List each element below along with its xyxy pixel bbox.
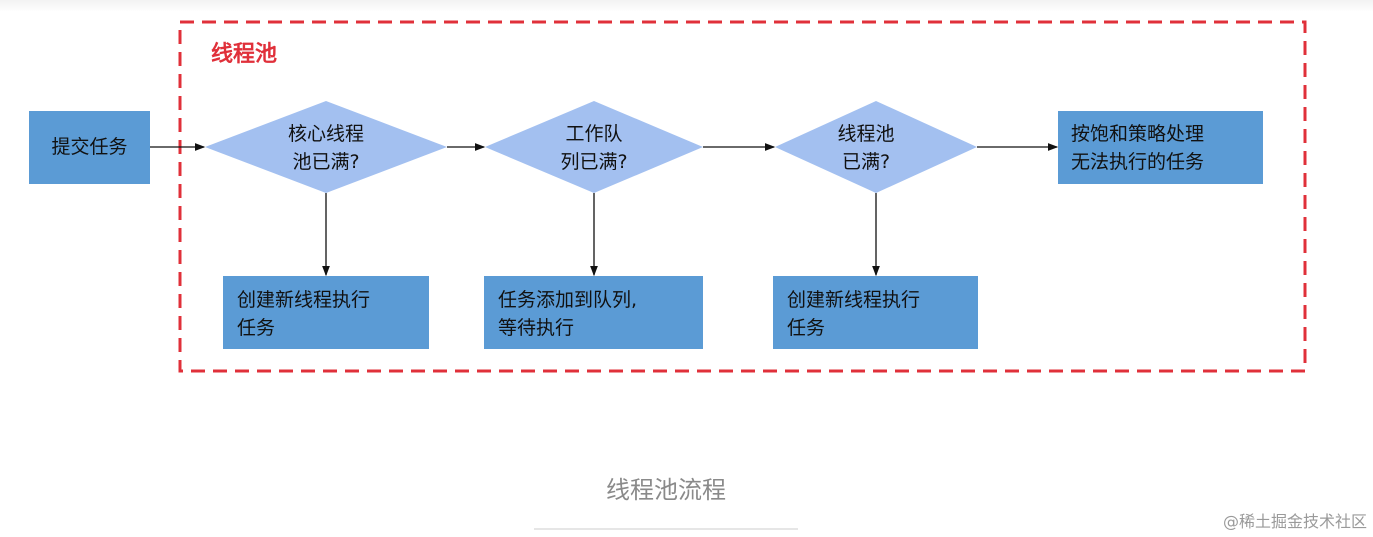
caption-divider	[534, 528, 798, 530]
queue-full-diamond	[485, 101, 703, 193]
reject-policy-label: 按饱和策略处理 无法执行的任务	[1071, 120, 1204, 176]
label-line: 工作队	[565, 123, 623, 145]
core-pool-full-label: 核心线程 池已满?	[266, 120, 386, 176]
top-band	[0, 0, 1373, 12]
label-line: 任务	[787, 317, 826, 339]
submit-task-box	[29, 111, 150, 184]
label-line: 无法执行的任务	[1071, 151, 1205, 173]
figure-caption: 线程池流程	[606, 476, 726, 504]
create-core-thread-box	[223, 276, 429, 349]
watermark: @稀土掘金技术社区	[1222, 512, 1367, 531]
pool-full-diamond	[775, 101, 977, 193]
label-line: 按饱和策略处理	[1071, 123, 1205, 145]
create-max-thread-box	[773, 276, 978, 349]
queue-full-label: 工作队 列已满?	[534, 120, 654, 176]
label-line: 等待执行	[498, 317, 575, 339]
label-line: 提交任务	[51, 136, 128, 158]
submit-task-label: 提交任务	[29, 133, 150, 161]
thread-pool-boundary	[178, 20, 1307, 373]
thread-pool-label: 线程池	[211, 42, 278, 67]
label-line: 已满?	[841, 151, 891, 173]
label-line: 任务添加到队列,	[498, 289, 638, 311]
label-line: 创建新线程执行	[237, 289, 371, 311]
label-line: 核心线程	[287, 123, 364, 145]
pool-full-label: 线程池 已满?	[816, 120, 916, 176]
core-pool-full-diamond	[205, 101, 447, 193]
reject-policy-box	[1058, 111, 1263, 184]
create-max-thread-label: 创建新线程执行 任务	[787, 286, 920, 342]
label-line: 任务	[237, 317, 276, 339]
create-core-thread-label: 创建新线程执行 任务	[237, 286, 370, 342]
label-line: 创建新线程执行	[787, 289, 921, 311]
label-line: 线程池	[837, 123, 895, 145]
label-line: 列已满?	[560, 151, 628, 173]
label-line: 池已满?	[292, 151, 360, 173]
enqueue-box	[484, 276, 703, 349]
enqueue-label: 任务添加到队列, 等待执行	[498, 286, 637, 342]
